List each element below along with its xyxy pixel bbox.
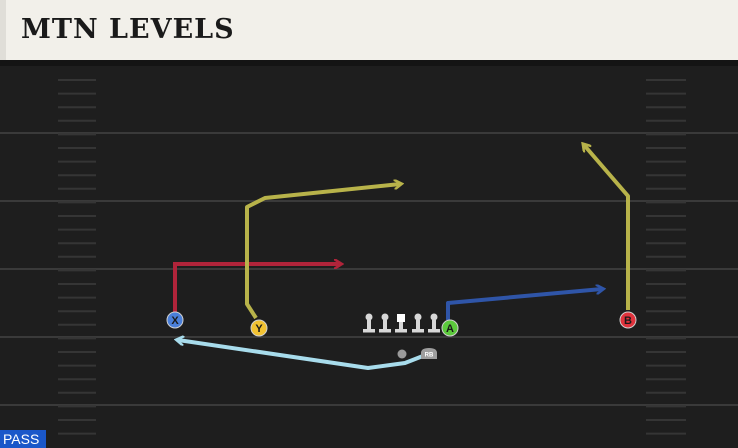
rb-label: RB [425, 353, 434, 359]
lineman-icon [363, 313, 375, 333]
a-route [446, 289, 602, 320]
rb-route [178, 340, 429, 370]
quarterback-icon [397, 349, 407, 359]
x-route [173, 264, 340, 313]
lineman-icon [412, 313, 424, 333]
a-label: A [446, 323, 454, 335]
y-label: Y [255, 323, 263, 335]
x-label: X [171, 315, 179, 327]
player-rb[interactable]: RB [421, 348, 437, 359]
play-type-badge: PASS [0, 430, 46, 448]
y-route [245, 184, 400, 320]
football-field: RB X Y A B [0, 60, 738, 448]
field-surface [0, 60, 738, 448]
play-header: MTN LEVELS [0, 0, 738, 60]
player-b[interactable]: B [619, 311, 637, 329]
lineman-icon [379, 313, 391, 333]
center-icon [395, 314, 407, 333]
player-y[interactable]: Y [250, 319, 268, 337]
yard-lines [0, 132, 738, 406]
b-route [584, 145, 630, 310]
player-x[interactable]: X [166, 311, 184, 329]
b-label: B [624, 315, 632, 327]
lineman-icon [428, 313, 440, 333]
offensive-line [363, 313, 440, 333]
header-shadow [0, 60, 738, 66]
play-title: MTN LEVELS [21, 14, 235, 45]
hash-marks [58, 79, 686, 435]
player-a[interactable]: A [441, 319, 459, 337]
